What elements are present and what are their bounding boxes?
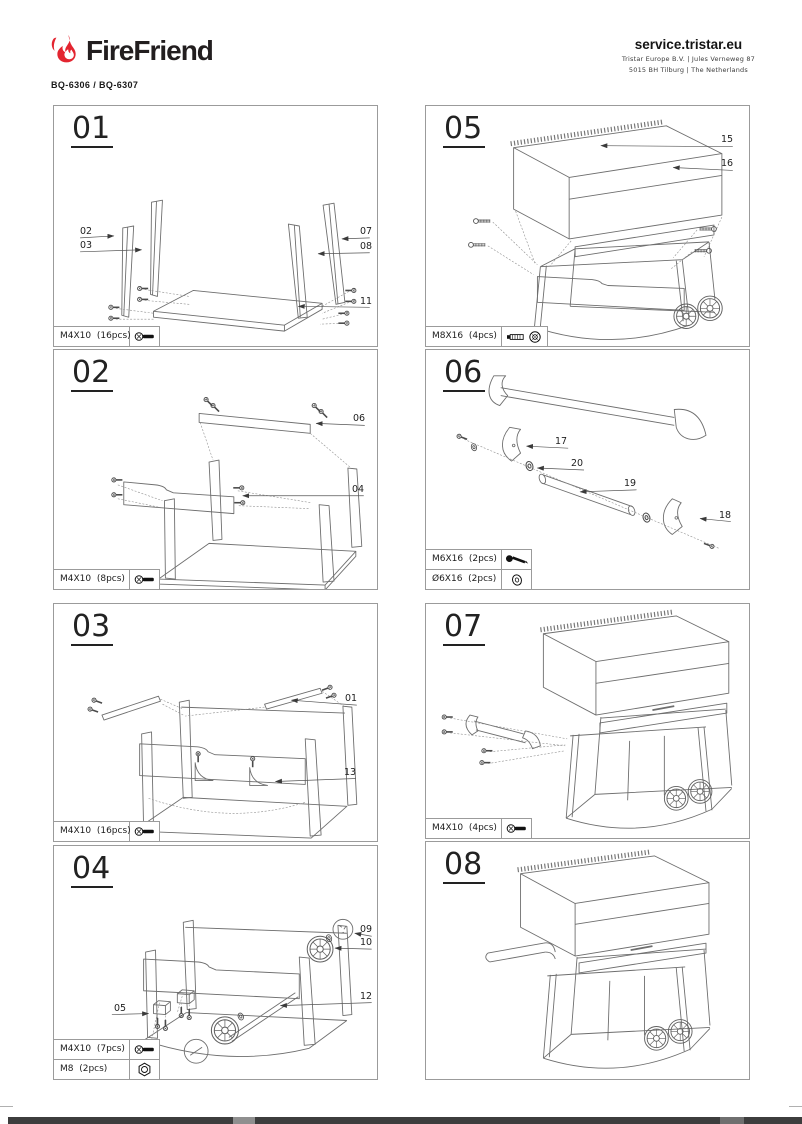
part-callout: 04 xyxy=(352,484,365,495)
washer-icon xyxy=(502,570,532,589)
step-panel-06: 06 17 20 19 18 M6X16 (2pcs) Ø6X16 (2pcs) xyxy=(425,349,750,590)
hardware-list: M4X10 (7pcs) M8 (2pcs) xyxy=(54,1039,160,1079)
hardware-list: M4X10 (16pcs) xyxy=(54,821,160,841)
hardware-spec: M8X16 (4pcs) xyxy=(426,327,502,346)
part-callout: 03 xyxy=(80,240,93,251)
nut-icon xyxy=(130,1060,160,1079)
step-panel-01: 01 02 03 07 08 11 M4X10 (16pcs) xyxy=(53,105,378,347)
part-callout: 16 xyxy=(721,158,734,169)
hardware-spec: M4X10 (16pcs) xyxy=(54,327,131,346)
part-callout: 19 xyxy=(624,478,637,489)
part-callout: 11 xyxy=(360,296,373,307)
hardware-list: M4X10 (8pcs) xyxy=(54,569,160,589)
part-callout: 15 xyxy=(721,134,734,145)
part-callout: 06 xyxy=(353,413,366,424)
hardware-row: M4X10 (4pcs) xyxy=(426,818,532,838)
part-callout: 12 xyxy=(360,991,373,1002)
model-number: BQ-6306 / BQ-6307 xyxy=(51,80,139,90)
step-panel-04: 04 05 09 10 12 M4X10 (7pcs) M8 (2pcs) xyxy=(53,845,378,1080)
page-bottom-bar xyxy=(8,1117,802,1124)
service-info: service.tristar.eu Tristar Europe B.V. |… xyxy=(622,37,755,74)
screw-icon xyxy=(130,570,160,589)
bolt-washer-icon xyxy=(502,327,548,346)
part-callout: 08 xyxy=(360,241,373,252)
flame-icon xyxy=(51,34,76,63)
part-callout: 01 xyxy=(345,693,358,704)
step-number: 04 xyxy=(71,854,114,888)
step-number: 01 xyxy=(71,114,114,148)
hardware-spec: M4X10 (4pcs) xyxy=(426,819,502,838)
step-number: 05 xyxy=(443,114,486,148)
assembly-drawing-07 xyxy=(441,609,733,829)
part-callout: 09 xyxy=(360,924,373,935)
part-callout: 17 xyxy=(555,436,568,447)
screw-icon xyxy=(502,550,532,569)
part-callout: 13 xyxy=(344,767,357,778)
address-line-2: 5015 BH Tilburg | The Netherlands xyxy=(628,66,748,74)
hardware-spec: M6X16 (2pcs) xyxy=(426,550,502,569)
hardware-list: M8X16 (4pcs) xyxy=(426,326,548,346)
part-callout: 20 xyxy=(571,458,584,469)
step-number: 06 xyxy=(443,358,486,392)
assembly-drawing-08 xyxy=(485,849,711,1069)
crop-mark-left xyxy=(0,1106,13,1107)
part-callout: 18 xyxy=(719,510,732,521)
hardware-row: Ø6X16 (2pcs) xyxy=(426,569,532,589)
hardware-row: M6X16 (2pcs) xyxy=(426,549,532,569)
hardware-spec: Ø6X16 (2pcs) xyxy=(426,570,502,589)
screw-icon xyxy=(130,1040,160,1059)
assembly-drawing-01 xyxy=(80,199,370,332)
hardware-row: M4X10 (16pcs) xyxy=(54,326,160,346)
hardware-row: M4X10 (16pcs) xyxy=(54,821,160,841)
assembly-drawing-05 xyxy=(468,119,733,340)
hardware-spec: M4X10 (8pcs) xyxy=(54,570,130,589)
part-callout: 10 xyxy=(360,937,373,948)
page-bottom-bar-segment xyxy=(720,1117,744,1124)
hardware-row: M4X10 (8pcs) xyxy=(54,569,160,589)
hardware-list: M4X10 (4pcs) xyxy=(426,818,532,838)
step-panel-07: 07 M4X10 (4pcs) xyxy=(425,603,750,839)
step-panel-02: 02 06 04 M4X10 (8pcs) xyxy=(53,349,378,590)
page-bottom-bar-segment xyxy=(233,1117,255,1124)
crop-mark-right xyxy=(789,1106,802,1107)
hardware-list: M6X16 (2pcs) Ø6X16 (2pcs) xyxy=(426,549,532,589)
step-panel-03: 03 01 13 M4X10 (16pcs) xyxy=(53,603,378,842)
service-url: service.tristar.eu xyxy=(634,37,743,52)
hardware-row: M4X10 (7pcs) xyxy=(54,1039,160,1059)
hardware-list: M4X10 (16pcs) xyxy=(54,326,160,346)
hardware-spec: M8 (2pcs) xyxy=(54,1060,130,1079)
step-number: 08 xyxy=(443,850,486,884)
part-callout: 07 xyxy=(360,226,373,237)
assembly-drawing-02 xyxy=(110,395,365,589)
address-line-1: Tristar Europe B.V. | Jules Verneweg 87 xyxy=(621,55,755,63)
brand-name: FireFriend xyxy=(86,34,214,66)
hardware-spec: M4X10 (7pcs) xyxy=(54,1040,130,1059)
assembly-drawing-04 xyxy=(111,918,372,1064)
step-panel-05: 05 15 16 M8X16 (4pcs) xyxy=(425,105,750,347)
screw-icon xyxy=(130,822,160,841)
screw-icon xyxy=(502,819,532,838)
screw-icon xyxy=(130,327,160,346)
step-number: 02 xyxy=(71,358,114,392)
hardware-spec: M4X10 (16pcs) xyxy=(54,822,131,841)
hardware-row: M8 (2pcs) xyxy=(54,1059,160,1079)
hardware-row: M8X16 (4pcs) xyxy=(426,326,548,346)
step-number: 07 xyxy=(443,612,486,646)
step-number: 03 xyxy=(71,612,114,646)
brand-logo: FireFriend xyxy=(50,34,214,67)
step-panel-08: 08 xyxy=(425,841,750,1080)
assembly-drawing-06 xyxy=(455,375,731,550)
part-callout: 02 xyxy=(80,226,93,237)
part-callout: 05 xyxy=(114,1003,127,1014)
